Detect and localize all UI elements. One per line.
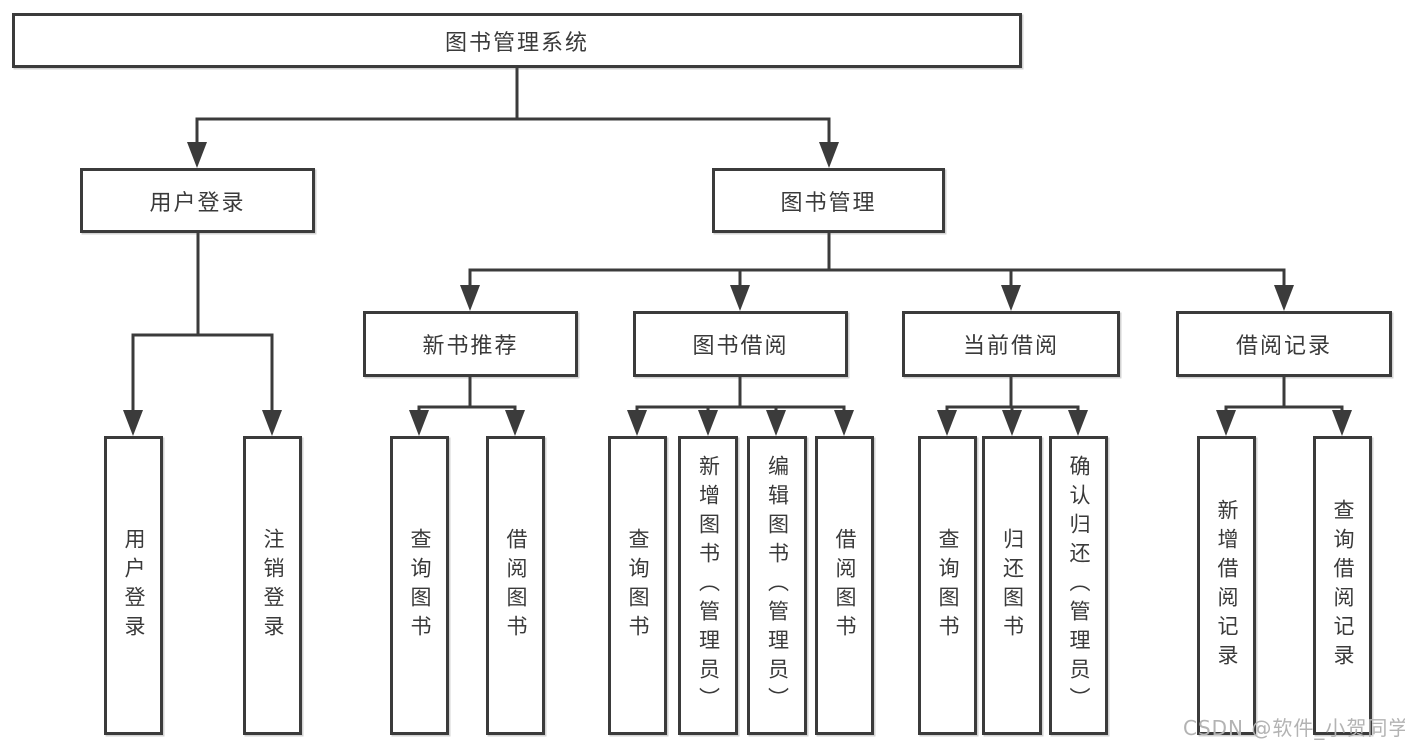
leaf-user-login: 用户登录: [104, 436, 163, 735]
leaf-current-return-books-label: 归还图书: [1000, 527, 1025, 644]
node-book-management-label: 图书管理: [780, 190, 877, 216]
leaf-borrow-borrow-books-label: 借阅图书: [833, 527, 857, 644]
leaf-records-add-record-label: 新增借阅记录: [1215, 498, 1239, 673]
leaf-borrow-edit-books-label: 编辑图书（管理员）: [765, 455, 790, 716]
csdn-watermark: CSDN @软件_小贺同学: [1183, 716, 1405, 740]
node-current-borrow-label: 当前借阅: [962, 334, 1059, 359]
node-root: 图书管理系统: [12, 13, 1022, 68]
node-book-management: 图书管理: [712, 168, 945, 233]
node-root-label: 图书管理系统: [444, 30, 589, 56]
node-borrow-records-label: 借阅记录: [1235, 334, 1332, 359]
node-borrow-records: 借阅记录: [1176, 311, 1392, 377]
node-book-borrow: 图书借阅: [633, 311, 848, 377]
node-new-book-recommend: 新书推荐: [363, 311, 578, 377]
leaf-records-add-record: 新增借阅记录: [1197, 436, 1256, 735]
node-current-borrow: 当前借阅: [902, 311, 1120, 377]
node-new-book-recommend-label: 新书推荐: [422, 334, 519, 359]
leaf-current-query-books: 查询图书: [918, 436, 977, 735]
node-user-login-label: 用户登录: [149, 190, 246, 216]
leaf-current-query-books-label: 查询图书: [936, 527, 960, 644]
leaf-borrow-query-books-label: 查询图书: [626, 527, 650, 644]
leaf-recommend-borrow-books: 借阅图书: [486, 436, 545, 735]
leaf-recommend-query-books-label: 查询图书: [408, 527, 432, 644]
leaf-records-query-record-label: 查询借阅记录: [1331, 498, 1355, 673]
leaf-current-confirm-return-label: 确认归还（管理员）: [1067, 455, 1091, 716]
leaf-records-query-record: 查询借阅记录: [1313, 436, 1372, 735]
leaf-borrow-edit-books: 编辑图书（管理员）: [747, 436, 807, 735]
leaf-borrow-add-books-label: 新增图书（管理员）: [696, 455, 721, 716]
leaf-borrow-add-books: 新增图书（管理员）: [678, 436, 738, 735]
leaf-logout: 注销登录: [243, 436, 302, 735]
leaf-recommend-query-books: 查询图书: [390, 436, 449, 735]
leaf-recommend-borrow-books-label: 借阅图书: [504, 527, 528, 644]
node-book-borrow-label: 图书借阅: [692, 334, 789, 359]
leaf-current-return-books: 归还图书: [982, 436, 1042, 735]
leaf-borrow-borrow-books: 借阅图书: [815, 436, 874, 735]
node-user-login: 用户登录: [80, 168, 315, 233]
leaf-current-confirm-return: 确认归还（管理员）: [1049, 436, 1108, 735]
leaf-borrow-query-books: 查询图书: [608, 436, 667, 735]
leaf-user-login-label: 用户登录: [122, 527, 146, 644]
leaf-logout-label: 注销登录: [261, 527, 285, 644]
